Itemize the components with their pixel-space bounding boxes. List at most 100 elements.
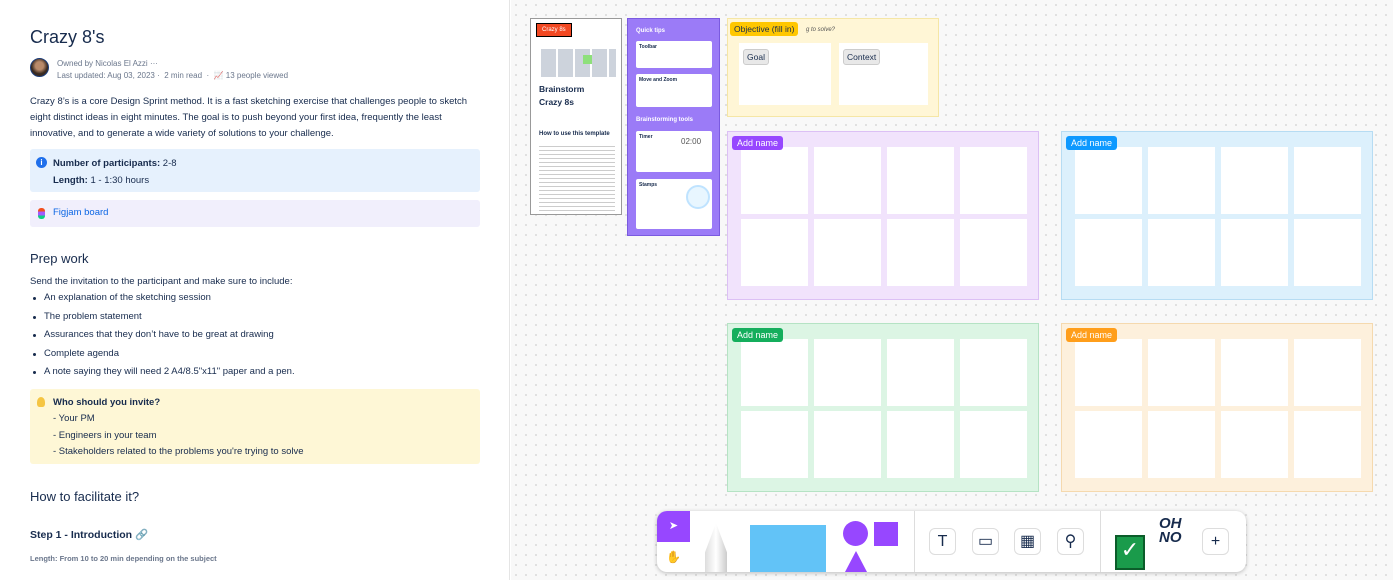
sketch-card[interactable] — [741, 147, 808, 214]
hand-tool-button[interactable]: ✋ — [666, 550, 681, 564]
select-tool-button[interactable]: ➤ — [657, 511, 690, 542]
length-value: 1 - 1:30 hours — [87, 175, 150, 186]
quick-tips-panel[interactable]: Quick tips Toolbar Move and Zoom Brainst… — [627, 18, 720, 236]
last-updated: Last updated: Aug 03, 2023 — [57, 71, 155, 80]
more-icon[interactable]: ··· — [149, 59, 158, 68]
sketch-card[interactable] — [1148, 219, 1215, 286]
quick-tips-heading: Quick tips — [636, 28, 666, 34]
list-item: - Engineers in your team — [53, 429, 157, 441]
list-item: An explanation of the sketching session — [33, 292, 295, 311]
sketch-card[interactable] — [887, 147, 954, 214]
figma-icon — [38, 208, 45, 219]
list-item: Assurances that they don’t have to be gr… — [33, 329, 295, 348]
sketch-card[interactable] — [741, 339, 808, 406]
sketch-card[interactable] — [1148, 147, 1215, 214]
sketch-card[interactable] — [960, 219, 1027, 286]
table-tool-button[interactable]: ▦ — [1014, 528, 1041, 555]
invite-note-panel: Who should you invite? - Your PM - Engin… — [30, 389, 480, 464]
move-zoom-tip: Move and Zoom — [636, 74, 712, 107]
sketch-card[interactable] — [1221, 147, 1288, 214]
shape-tool-button[interactable] — [843, 521, 868, 546]
sketch-card[interactable] — [887, 339, 954, 406]
sketch-card[interactable] — [1221, 219, 1288, 286]
chart-icon: 📈 — [213, 71, 224, 80]
sticky-note-tool-button[interactable] — [750, 525, 826, 572]
objective-prompt: g to solve? — [806, 27, 836, 33]
sketch-card[interactable] — [1221, 411, 1288, 478]
prep-list: An explanation of the sketching session … — [33, 292, 295, 385]
sketch-card[interactable] — [1294, 219, 1361, 286]
step1-heading: Step 1 - Introduction 🔗 — [30, 528, 148, 541]
section-name-tag[interactable]: Add name — [732, 328, 784, 342]
sketch-card[interactable] — [1075, 411, 1142, 478]
objective-tag[interactable]: Objective (fill in) — [730, 22, 799, 36]
link-icon[interactable]: 🔗 — [135, 529, 149, 541]
info-icon: i — [36, 157, 47, 168]
sketch-card[interactable] — [1221, 339, 1288, 406]
step1-title: Step 1 - Introduction — [30, 529, 133, 541]
sketch-card[interactable] — [814, 411, 881, 478]
sketch-card[interactable] — [1148, 339, 1215, 406]
sketch-section[interactable]: Add name — [727, 131, 1039, 300]
sketch-card[interactable] — [1294, 411, 1361, 478]
marker-tool-button[interactable] — [705, 523, 727, 572]
section-tool-button[interactable]: ▭ — [972, 528, 999, 555]
list-item: A note saying they will need 2 A4/8.5"x1… — [33, 366, 295, 385]
stamps-tip: Stamps — [636, 179, 712, 229]
list-item: Complete agenda — [33, 348, 295, 367]
sketch-card[interactable] — [1148, 411, 1215, 478]
sketch-section[interactable]: Add name — [727, 323, 1039, 492]
toolbar-tip: Toolbar — [636, 41, 712, 68]
square-shape-icon — [874, 522, 898, 546]
section-name-tag[interactable]: Add name — [732, 136, 784, 150]
context-card[interactable]: Context — [839, 43, 928, 105]
facilitate-heading: How to facilitate it? — [30, 489, 140, 504]
sketch-card[interactable] — [814, 339, 881, 406]
sketch-card[interactable] — [741, 219, 808, 286]
views[interactable]: 13 people viewed — [225, 71, 289, 80]
length-label: Length: — [53, 175, 88, 186]
sketch-card[interactable] — [814, 147, 881, 214]
sketch-card[interactable] — [1294, 339, 1361, 406]
page-title: Crazy 8's — [30, 27, 105, 47]
prep-heading: Prep work — [30, 251, 89, 266]
section-name-tag[interactable]: Add name — [1066, 328, 1118, 342]
sketch-card[interactable] — [960, 339, 1027, 406]
sketch-card[interactable] — [887, 219, 954, 286]
triangle-shape-icon — [845, 551, 867, 572]
section-name-tag[interactable]: Add name — [1066, 136, 1118, 150]
text-tool-button[interactable]: T — [929, 528, 956, 555]
prep-text: Send the invitation to the participant a… — [30, 276, 293, 287]
add-more-button[interactable]: + — [1202, 528, 1229, 555]
intro-paragraph: Crazy 8’s is a core Design Sprint method… — [30, 96, 468, 139]
avatar[interactable] — [30, 58, 49, 77]
info-panel: i Number of participants: 2-8 Length: 1 … — [30, 149, 480, 192]
sketch-card[interactable] — [741, 411, 808, 478]
goal-card[interactable]: Goal — [739, 43, 831, 105]
checkmark-sticker[interactable]: ✓ — [1115, 535, 1145, 570]
sketch-card[interactable] — [1075, 147, 1142, 214]
objective-section[interactable]: Objective (fill in) g to solve? Goal Con… — [727, 18, 939, 117]
sketch-card[interactable] — [1075, 339, 1142, 406]
figjam-link-card[interactable]: Figjam board — [30, 200, 480, 227]
oh-no-sticker[interactable]: OH NO — [1159, 515, 1182, 546]
list-item: - Stakeholders related to the problems y… — [53, 445, 304, 457]
sketch-card[interactable] — [887, 411, 954, 478]
read-time: 2 min read — [164, 71, 203, 80]
owner[interactable]: Owned by Nicolas El Azzi — [57, 59, 148, 68]
sketch-card[interactable] — [960, 147, 1027, 214]
sketch-card[interactable] — [1075, 219, 1142, 286]
list-item: - Your PM — [53, 413, 95, 425]
sketch-section[interactable]: Add name — [1061, 131, 1373, 300]
sketch-card[interactable] — [814, 219, 881, 286]
figjam-link[interactable]: Figjam board — [53, 207, 109, 218]
sketch-section[interactable]: Add name — [1061, 323, 1373, 492]
sketch-card[interactable] — [960, 411, 1027, 478]
sketch-card[interactable] — [1294, 147, 1361, 214]
cover-steps-text — [539, 143, 615, 211]
stamp-tool-button[interactable]: ⚲ — [1057, 528, 1084, 555]
